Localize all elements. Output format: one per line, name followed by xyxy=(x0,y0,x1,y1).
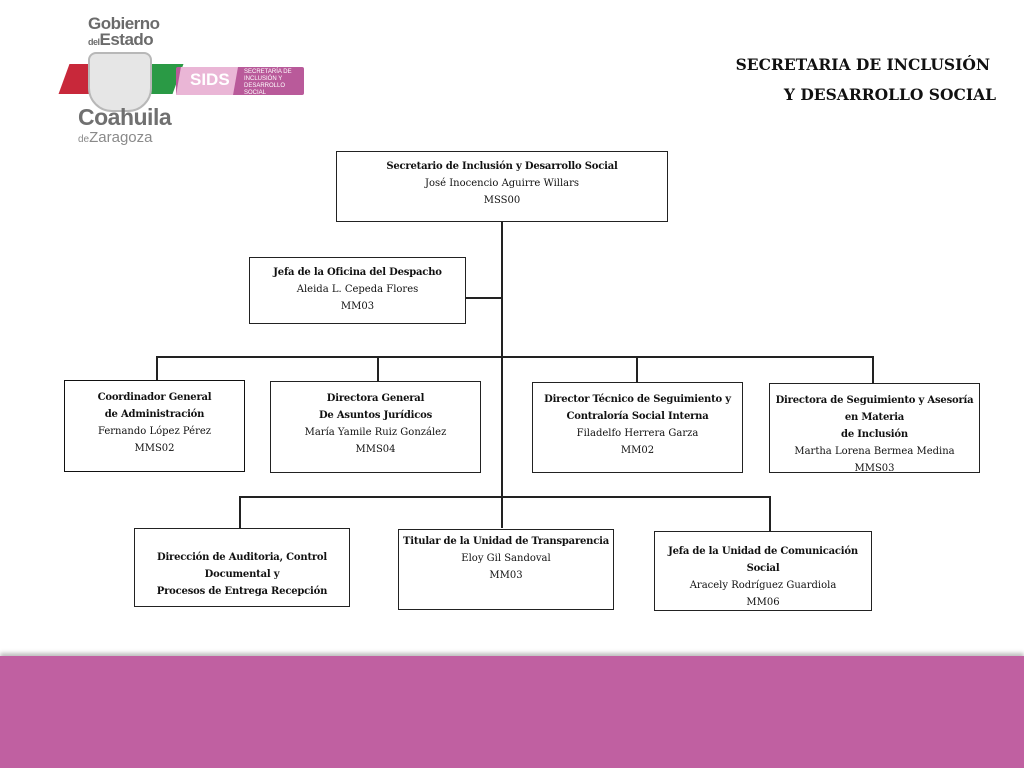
org-box-office: Jefa de la Oficina del Despacho Aleida L… xyxy=(249,257,466,324)
page-title-line2: Y DESARROLLO SOCIAL xyxy=(783,85,996,104)
connector-comms xyxy=(769,496,771,532)
org-box-legal: Directora General De Asuntos Jurídicos M… xyxy=(270,381,481,473)
connector-office xyxy=(466,297,502,299)
logo-text-zaragoza: deZaragoza xyxy=(78,129,153,146)
logo-text-estado: delEstado xyxy=(88,30,154,49)
page-title: SECRETARIA DE INCLUSIÓN Y DESARROLLO SOC… xyxy=(736,50,996,110)
connector-level2-bar xyxy=(156,356,873,358)
org-box-inclusion: Directora de Seguimiento y Asesoría en M… xyxy=(769,383,980,474)
org-box-admin: Coordinador General de Administración Fe… xyxy=(64,380,245,472)
connector-legal xyxy=(377,356,379,382)
org-box-transparency: Titular de la Unidad de Transparencia El… xyxy=(398,529,614,610)
coat-of-arms-icon xyxy=(88,52,152,112)
footer-band xyxy=(0,656,1024,768)
org-box-audit: Dirección de Auditoria, Control Document… xyxy=(134,528,350,607)
logo-text-gobierno: Gobierno xyxy=(88,14,160,33)
connector-level3-bar xyxy=(239,496,770,498)
government-logo: Gobierno delEstado SIDS SECRETARÍA DE IN… xyxy=(58,12,310,147)
sids-badge: SIDS SECRETARÍA DE INCLUSIÓN Y DESARROLL… xyxy=(176,67,304,96)
org-box-secretary: Secretario de Inclusión y Desarrollo Soc… xyxy=(336,151,668,222)
connector-tech xyxy=(636,356,638,383)
page-title-line1: SECRETARIA DE INCLUSIÓN xyxy=(735,55,990,74)
org-box-comms: Jefa de la Unidad de Comunicación Social… xyxy=(654,531,872,611)
connector-admin xyxy=(156,356,158,381)
connector-trunk xyxy=(501,222,503,528)
connector-audit xyxy=(239,496,241,529)
logo-text-coahuila: Coahuila xyxy=(78,104,172,130)
org-box-tech: Director Técnico de Seguimiento y Contra… xyxy=(532,382,743,473)
connector-inclusion xyxy=(872,356,874,384)
